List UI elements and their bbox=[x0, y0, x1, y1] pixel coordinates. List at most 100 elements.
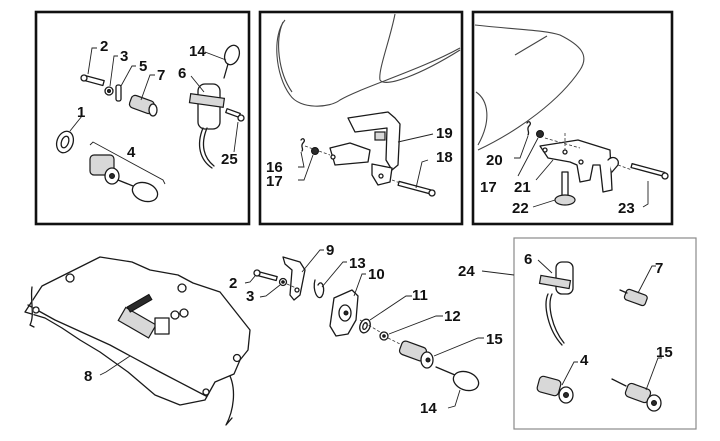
callout-2: 2 bbox=[100, 38, 108, 55]
callout-14: 14 bbox=[189, 43, 206, 60]
kit-part-ignition-switch-6[interactable] bbox=[538, 261, 574, 346]
leader-p2-17 bbox=[298, 154, 314, 181]
callout-3-main: 3 bbox=[246, 288, 254, 305]
part-hinge-bracket-21[interactable] bbox=[539, 139, 619, 193]
leader-m-3 bbox=[259, 284, 281, 298]
part-washer-3[interactable] bbox=[104, 86, 114, 96]
axis-line-front bbox=[304, 145, 401, 184]
callout-24: 24 bbox=[458, 263, 475, 280]
leader-p2-19 bbox=[397, 133, 434, 143]
leader-p1-25 bbox=[233, 121, 239, 153]
callout-18: 18 bbox=[436, 149, 453, 166]
kit-callout-7: 7 bbox=[655, 260, 663, 277]
part-clip-20[interactable] bbox=[526, 121, 531, 136]
kit-part-lock-4[interactable] bbox=[536, 375, 574, 404]
panel-seat-hinge-front: 16 17 19 18 bbox=[258, 10, 464, 226]
callout-10: 10 bbox=[368, 266, 385, 283]
leader-k-15 bbox=[645, 357, 662, 391]
leader-p1-14 bbox=[204, 51, 227, 61]
leader-m-2 bbox=[244, 275, 256, 284]
panel-lock-kit: 24 6 7 4 1 bbox=[458, 237, 697, 430]
leader-p2-18 bbox=[415, 159, 429, 189]
axis-line-rear bbox=[544, 133, 633, 171]
leader-k-7 bbox=[637, 265, 656, 294]
leader-p3-17 bbox=[517, 137, 539, 177]
callout-16: 16 bbox=[266, 159, 283, 176]
part-bump-stop-22[interactable] bbox=[554, 171, 576, 206]
callout-5: 5 bbox=[139, 58, 147, 75]
callout-23: 23 bbox=[618, 200, 635, 217]
leader-m-13 bbox=[321, 261, 347, 288]
leader-p1-7 bbox=[140, 74, 155, 101]
leader-p1-1 bbox=[69, 115, 83, 132]
callout-13: 13 bbox=[349, 255, 366, 272]
part-screw-25[interactable] bbox=[225, 108, 245, 122]
kit-callout-15: 15 bbox=[656, 344, 673, 361]
leader-m-10 bbox=[353, 273, 366, 297]
part-pin-5[interactable] bbox=[115, 84, 122, 102]
leader-k-4 bbox=[561, 361, 578, 386]
part-screw-2[interactable] bbox=[80, 74, 105, 87]
main-assembly: 2 3 9 13 10 11 12 15 14 8 bbox=[24, 242, 503, 426]
part-clip-16[interactable] bbox=[300, 138, 305, 152]
part-screw-2-main[interactable] bbox=[253, 269, 278, 282]
part-lock-plate-8[interactable] bbox=[24, 256, 251, 426]
callout-15: 15 bbox=[486, 331, 503, 348]
callout-8: 8 bbox=[84, 368, 92, 385]
callout-19: 19 bbox=[436, 125, 453, 142]
panel-seat-hinge-rear-frame bbox=[471, 10, 674, 226]
callout-4: 4 bbox=[127, 144, 136, 161]
callout-22: 22 bbox=[512, 200, 529, 217]
part-lock-cylinder-7[interactable] bbox=[128, 94, 158, 117]
part-washer-17-rear[interactable] bbox=[536, 130, 544, 138]
callout-20: 20 bbox=[486, 152, 503, 169]
callout-7: 7 bbox=[157, 67, 165, 84]
part-key-14[interactable] bbox=[222, 43, 242, 79]
leader-k-24 bbox=[481, 270, 515, 276]
leader-m-15 bbox=[433, 337, 484, 357]
part-ring-1[interactable] bbox=[54, 129, 77, 155]
part-lever-9[interactable] bbox=[282, 256, 306, 301]
callout-2-main: 2 bbox=[229, 275, 237, 292]
part-washer-3-main[interactable] bbox=[278, 277, 288, 287]
leader-p3-21 bbox=[535, 159, 554, 181]
callout-12: 12 bbox=[444, 308, 461, 325]
kit-callout-4: 4 bbox=[580, 352, 589, 369]
panel-lock-kit-frame bbox=[513, 237, 697, 430]
panel-seat-hinge-rear: 20 17 21 22 23 bbox=[471, 10, 674, 226]
leader-p1-5 bbox=[120, 65, 136, 87]
part-ring-11[interactable] bbox=[358, 318, 372, 335]
callout-1: 1 bbox=[77, 104, 85, 121]
callout-11: 11 bbox=[412, 287, 428, 304]
part-washer-17[interactable] bbox=[311, 147, 319, 155]
part-pin-23[interactable] bbox=[630, 163, 669, 180]
seat-outline-rear bbox=[474, 24, 585, 151]
part-lock-housing-10[interactable] bbox=[329, 289, 359, 337]
leader-k-6 bbox=[537, 259, 553, 274]
leader-p1-6 bbox=[190, 75, 205, 93]
callout-21: 21 bbox=[514, 179, 531, 196]
part-lock-cylinder-15[interactable] bbox=[398, 340, 434, 369]
axis-line-main bbox=[286, 283, 401, 345]
part-ignition-switch-6[interactable] bbox=[188, 83, 226, 169]
part-spring-13[interactable] bbox=[313, 279, 325, 299]
part-lock-4[interactable] bbox=[89, 141, 166, 205]
part-hinge-bracket-19[interactable] bbox=[329, 111, 401, 186]
leader-p2-16 bbox=[298, 151, 305, 168]
leader-m-14 bbox=[447, 389, 461, 409]
callout-6: 6 bbox=[178, 65, 186, 82]
part-key-14-main[interactable] bbox=[435, 366, 481, 394]
kit-part-lock-cylinder-15[interactable] bbox=[611, 378, 662, 412]
callout-17: 17 bbox=[266, 173, 283, 190]
leader-p1-2 bbox=[87, 47, 97, 75]
leader-p3-22 bbox=[532, 199, 556, 208]
part-washer-12[interactable] bbox=[379, 331, 389, 341]
leader-m-11 bbox=[369, 295, 412, 321]
leader-m-12 bbox=[388, 315, 443, 335]
leader-m-9 bbox=[301, 249, 324, 273]
leader-p3-23 bbox=[642, 181, 649, 208]
kit-part-lock-cylinder-7[interactable] bbox=[619, 288, 648, 307]
callout-14-main: 14 bbox=[420, 400, 437, 417]
leader-p3-20 bbox=[514, 135, 529, 159]
